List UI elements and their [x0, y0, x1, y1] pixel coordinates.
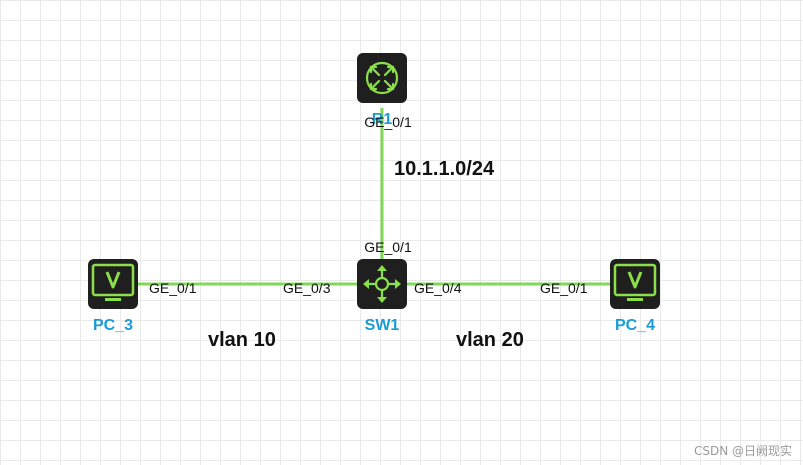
port-label-pc3-ge01: GE_0/1: [149, 280, 197, 296]
watermark-text: CSDN @日阙现实: [694, 443, 792, 458]
port-label-r1-ge01: GE_0/1: [364, 114, 412, 130]
sw1-label: SW1: [365, 317, 400, 334]
router-icon: [357, 53, 407, 103]
router-r1[interactable]: R1: [357, 53, 407, 128]
pc-pc3[interactable]: PC_3: [88, 259, 138, 334]
port-label-sw1-ge01: GE_0/1: [364, 239, 412, 255]
network-address-label: 10.1.1.0/24: [394, 158, 495, 180]
switch-sw1[interactable]: SW1: [357, 259, 407, 334]
port-label-sw1-ge04: GE_0/4: [414, 280, 462, 296]
pc-pc4[interactable]: PC_4: [610, 259, 660, 334]
pc3-label: PC_3: [93, 317, 133, 334]
vlan-10-label: vlan 10: [208, 329, 276, 351]
port-label-sw1-ge03: GE_0/3: [283, 280, 331, 296]
vlan-20-label: vlan 20: [456, 329, 524, 351]
port-label-pc4-ge01: GE_0/1: [540, 280, 588, 296]
pc4-label: PC_4: [615, 317, 655, 334]
r1-label: R1: [372, 111, 393, 128]
switch-icon: [357, 259, 407, 309]
